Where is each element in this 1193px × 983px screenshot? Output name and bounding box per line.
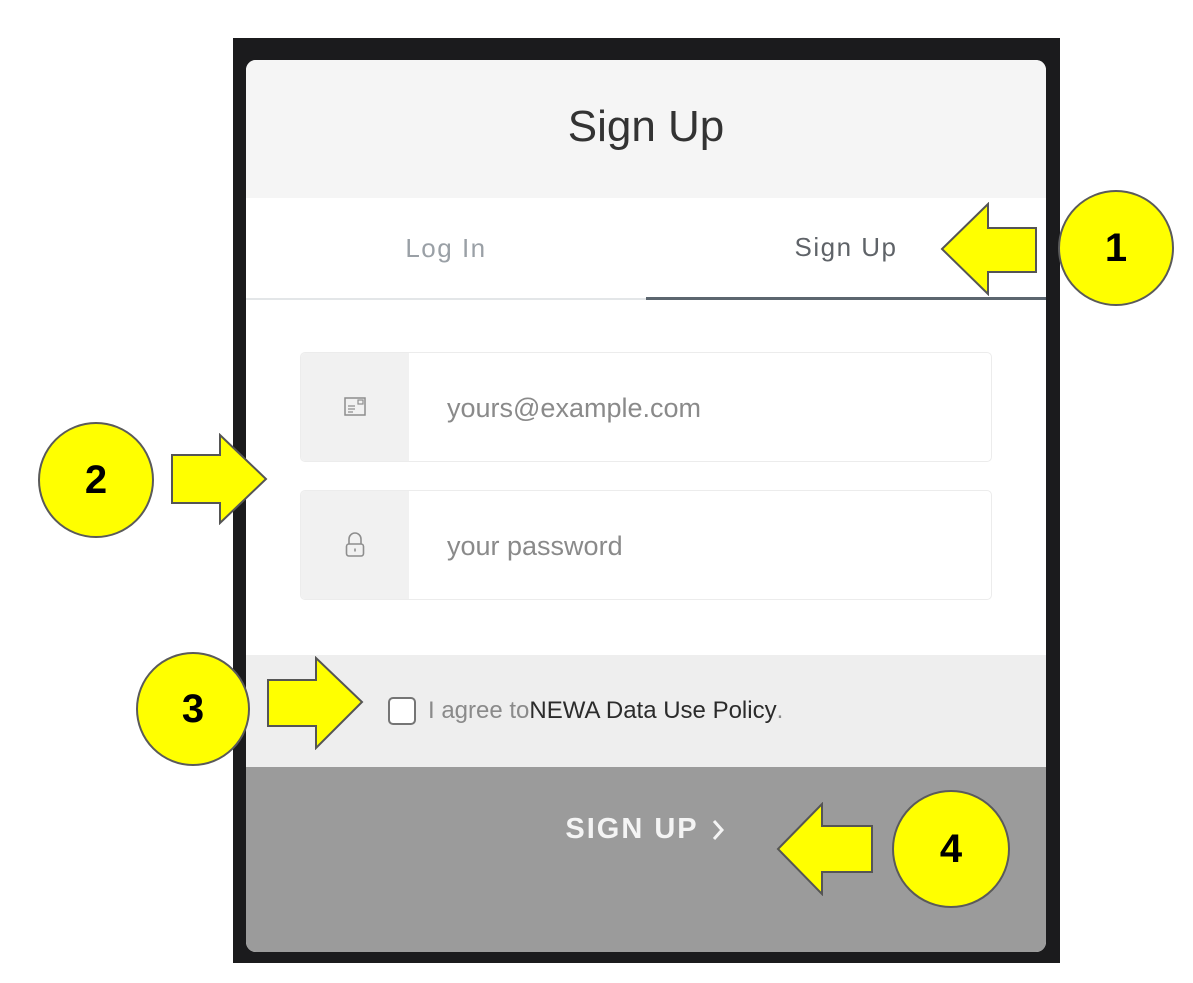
signup-dialog: Sign Up Log In Sign Up I	[246, 60, 1046, 952]
callout-arrow-2-icon	[171, 433, 268, 525]
data-use-policy-link[interactable]: NEWA Data Use Policy	[529, 697, 777, 724]
lock-icon	[301, 491, 409, 599]
sign-up-button-label: SIGN UP	[565, 813, 699, 845]
tab-sign-up[interactable]: Sign Up	[646, 198, 1046, 300]
callout-arrow-1-icon	[940, 202, 1037, 296]
callout-badge-3: 3	[136, 652, 250, 766]
auth-tabs: Log In Sign Up	[246, 198, 1046, 300]
email-field	[300, 352, 992, 462]
password-field	[300, 490, 992, 600]
agreement-suffix: .	[776, 697, 784, 724]
email-input[interactable]	[409, 353, 991, 461]
agree-checkbox[interactable]	[388, 697, 416, 725]
tab-log-in[interactable]: Log In	[246, 198, 646, 300]
callout-badge-1: 1	[1058, 190, 1174, 306]
callout-arrow-3-icon	[267, 656, 364, 750]
agreement-prefix: I agree to	[428, 697, 530, 724]
callout-badge-4: 4	[892, 790, 1010, 908]
agreement-bar: I agree to NEWA Data Use Policy.	[246, 655, 1046, 767]
callout-arrow-4-icon	[776, 802, 873, 896]
callout-badge-2: 2	[38, 422, 154, 538]
chevron-right-icon	[711, 818, 725, 842]
password-input[interactable]	[409, 491, 991, 599]
dialog-title: Sign Up	[567, 102, 725, 151]
dialog-header: Sign Up	[246, 60, 1046, 198]
envelope-icon	[301, 353, 409, 461]
